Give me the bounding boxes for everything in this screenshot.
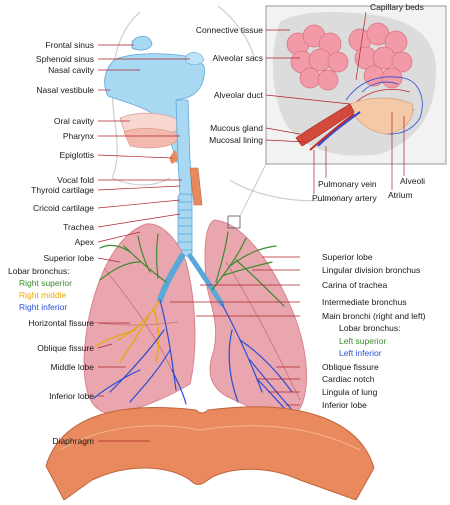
label-nasal-vestibule: Nasal vestibule [36, 85, 94, 95]
right-oblique-fissure-line [103, 267, 179, 385]
label-alveolar-duct: Alveolar duct [213, 90, 263, 100]
label-superior-lobe-left: Superior lobe [322, 252, 373, 262]
bronchial-tree [93, 163, 293, 415]
label-oral-cavity: Oral cavity [53, 116, 94, 126]
esophagus-shape [189, 167, 203, 206]
zoom-connector [239, 163, 267, 217]
epiglottis-shape [169, 150, 178, 164]
trachea-rings [178, 201, 192, 251]
label-epiglottis: Epiglottis [59, 150, 95, 160]
head-outline [111, 5, 341, 202]
label-horizontal-fissure: Horizontal fissure [28, 318, 94, 328]
upper-airway [104, 35, 205, 206]
label-inferior-lobe-left: Inferior lobe [322, 400, 367, 410]
label-cardiac-notch: Cardiac notch [322, 374, 375, 384]
left-lung-shape [204, 219, 307, 418]
label-middle-lobe: Middle lobe [50, 362, 94, 372]
label-oblique-fissure-left: Oblique fissure [322, 362, 379, 372]
pharynx-shape [175, 99, 193, 196]
label-pulmonary-vein: Pulmonary vein [318, 179, 377, 189]
label-connective-tissue: Connective tissue [195, 25, 263, 35]
leader-lines [97, 11, 405, 442]
label-thyroid-cartilage: Thyroid cartilage [31, 185, 94, 195]
pulmonary-artery-shape [309, 113, 355, 151]
sinus-frontal-shape [131, 35, 153, 51]
label-lobar-bronchus-left: Lobar bronchus: [339, 323, 401, 333]
label-sphenoid-sinus: Sphenoid sinus [35, 54, 94, 64]
label-inferior-lobe-right: Inferior lobe [49, 391, 94, 401]
label-cricoid-cartilage: Cricoid cartilage [33, 203, 94, 213]
label-right-middle: Right middle [19, 290, 67, 300]
label-vocal-fold: Vocal fold [57, 175, 94, 185]
label-carina-of-trachea: Carina of trachea [322, 280, 388, 290]
label-oblique-fissure-right: Oblique fissure [37, 343, 94, 353]
label-left-inferior: Left inferior [339, 348, 382, 358]
label-pulmonary-artery: Pulmonary artery [312, 193, 377, 203]
label-alveolar-sacs: Alveolar sacs [212, 53, 263, 63]
trachea [177, 193, 193, 257]
label-right-inferior: Right inferior [19, 302, 68, 312]
label-atrium: Atrium [388, 190, 413, 200]
label-intermediate-bronchus: Intermediate bronchus [322, 297, 407, 307]
label-trachea: Trachea [63, 222, 94, 232]
label-lingular-division-bronchus: Lingular division bronchus [322, 265, 421, 275]
label-diaphragm: Diaphragm [52, 436, 94, 446]
label-mucosal-lining: Mucosal lining [209, 135, 263, 145]
label-pharynx: Pharynx [62, 131, 94, 141]
label-lingula-of-lung: Lingula of lung [322, 387, 378, 397]
diaphragm-shape [45, 406, 375, 501]
label-superior-lobe-right: Superior lobe [43, 253, 94, 263]
alveoli-inset [265, 5, 447, 165]
right-inferior-branches [93, 299, 187, 405]
label-frontal-sinus: Frontal sinus [45, 40, 94, 50]
right-lung-shape [83, 223, 196, 415]
sphenoid-sinus-shape [185, 52, 205, 66]
right-superior-branches [99, 233, 167, 283]
lung-zoom-marker [227, 215, 241, 229]
label-apex: Apex [74, 237, 94, 247]
label-main-bronchi: Main bronchi (right and left) [322, 311, 426, 321]
label-mucous-gland: Mucous gland [210, 123, 263, 133]
alveolar-sacs-cluster [286, 22, 413, 91]
label-right-superior: Right superior [19, 278, 72, 288]
label-alveoli: Alveoli [400, 176, 426, 186]
label-left-superior: Left superior [339, 336, 387, 346]
main-bronchus-left [187, 253, 225, 307]
pulmonary-vein-shape [317, 111, 361, 147]
bronchiole-shape [295, 103, 355, 147]
left-inferior-branches [221, 303, 293, 415]
main-bronchus-right [157, 253, 185, 303]
label-nasal-cavity: Nasal cavity [48, 65, 94, 75]
label-lobar-bronchus-right: Lobar bronchus: [8, 266, 70, 276]
alveolar-duct-shape [349, 97, 414, 135]
trachea-tube [177, 193, 193, 257]
label-capillary-beds: Capillary beds [370, 2, 424, 12]
left-oblique-fissure-line [225, 261, 301, 401]
